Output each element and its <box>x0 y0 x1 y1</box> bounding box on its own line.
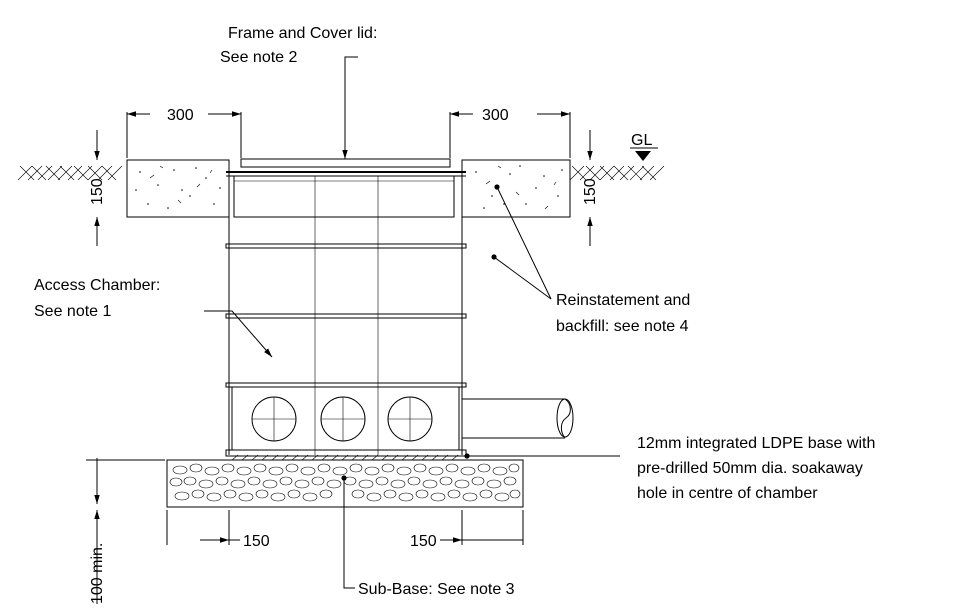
access-chamber-label-line1: Access Chamber: <box>34 277 160 294</box>
reinstatement-label-line2: backfill: see note 4 <box>556 318 689 335</box>
access-chamber-label-line2: See note 1 <box>34 303 112 320</box>
pipe-inlet-left <box>251 396 297 442</box>
frame-and-cover <box>226 158 466 218</box>
pipe-inlet-middle <box>320 396 366 442</box>
base-label-line2: pre-drilled 50mm dia. soakaway <box>637 460 863 477</box>
dim-top-right-300: 300 <box>482 107 509 124</box>
subbase-label: Sub-Base: See note 3 <box>358 581 515 598</box>
dim-bottom-left-150: 150 <box>243 533 270 550</box>
base-label-line1: 12mm integrated LDPE base with <box>637 435 875 452</box>
ground-level-marker <box>630 147 658 161</box>
dim-top-left-300: 300 <box>167 107 194 124</box>
leader-lines <box>204 56 620 589</box>
ground-hatch-left <box>17 165 123 181</box>
base-label-line3: hole in centre of chamber <box>637 485 818 502</box>
dim-bottom-right-150: 150 <box>410 533 437 550</box>
base-plate-hatch <box>231 454 459 461</box>
ground-hatch-right <box>569 165 665 181</box>
dimension-lines <box>94 111 593 604</box>
dim-right-depth-150: 150 <box>582 178 599 205</box>
outlet-pipe <box>462 398 574 439</box>
reinstatement-label-line1: Reinstatement and <box>556 292 690 309</box>
access-chamber <box>225 172 467 461</box>
pipe-inlet-right <box>387 396 433 442</box>
frame-cover-label-line1: Frame and Cover lid: <box>228 25 377 42</box>
sub-base <box>166 459 524 508</box>
dim-subbase-depth: 100 min. <box>89 543 106 604</box>
ground-level-label: GL <box>631 132 652 149</box>
leader-dots <box>341 184 500 481</box>
dim-left-depth-150: 150 <box>89 178 106 205</box>
concrete-collar-right <box>461 159 571 218</box>
extension-lines <box>86 112 571 545</box>
concrete-collar-left <box>126 159 230 218</box>
frame-cover-label-line2: See note 2 <box>220 49 298 66</box>
